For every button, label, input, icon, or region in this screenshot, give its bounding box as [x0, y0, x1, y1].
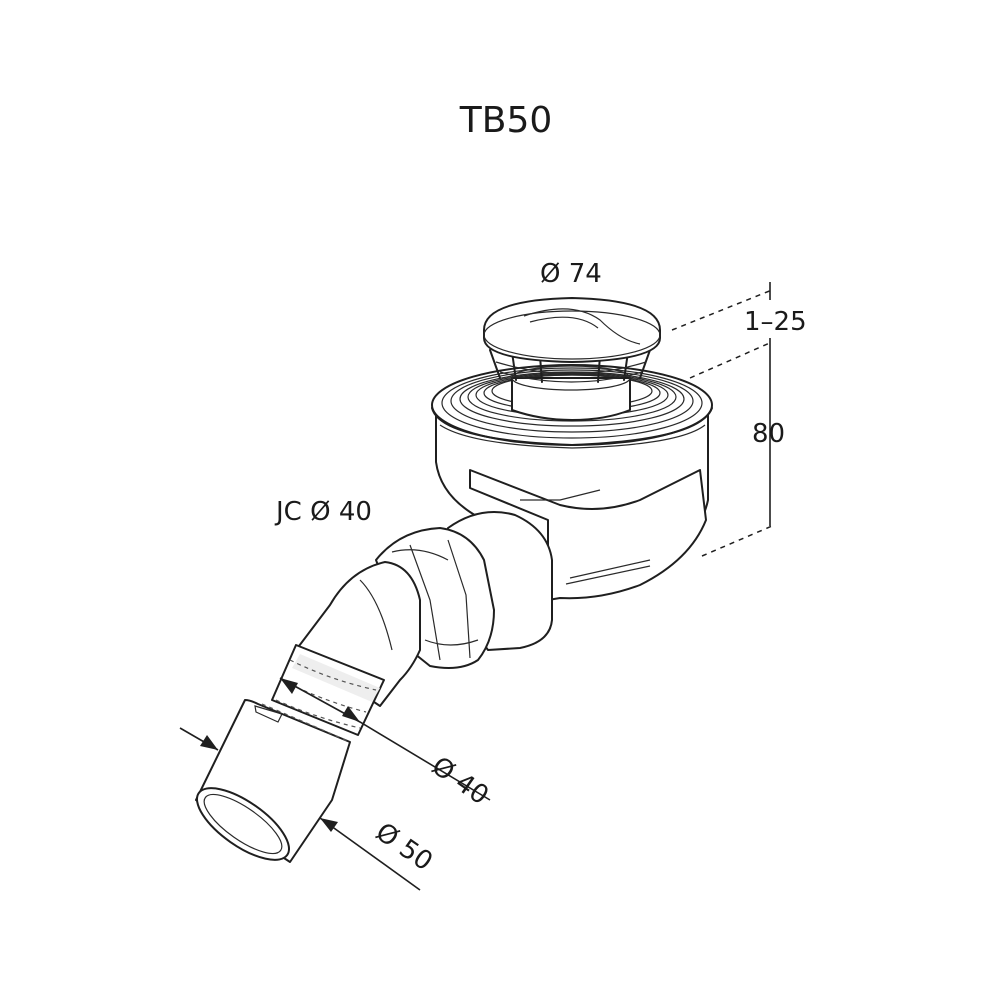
height-adjust-label: 1–25: [744, 307, 807, 337]
outlet-outer-label: Ø 50: [370, 817, 438, 877]
outlet-inner-label: Ø 40: [426, 751, 494, 811]
dimension-lines: [179, 282, 773, 891]
jc-outlet-label: JC Ø 40: [274, 497, 372, 527]
outlet-assembly: [195, 511, 553, 863]
cap-diameter-label: Ø 74: [540, 259, 602, 289]
total-height-label: 80: [752, 419, 785, 449]
drawing-title: TB50: [459, 100, 553, 141]
